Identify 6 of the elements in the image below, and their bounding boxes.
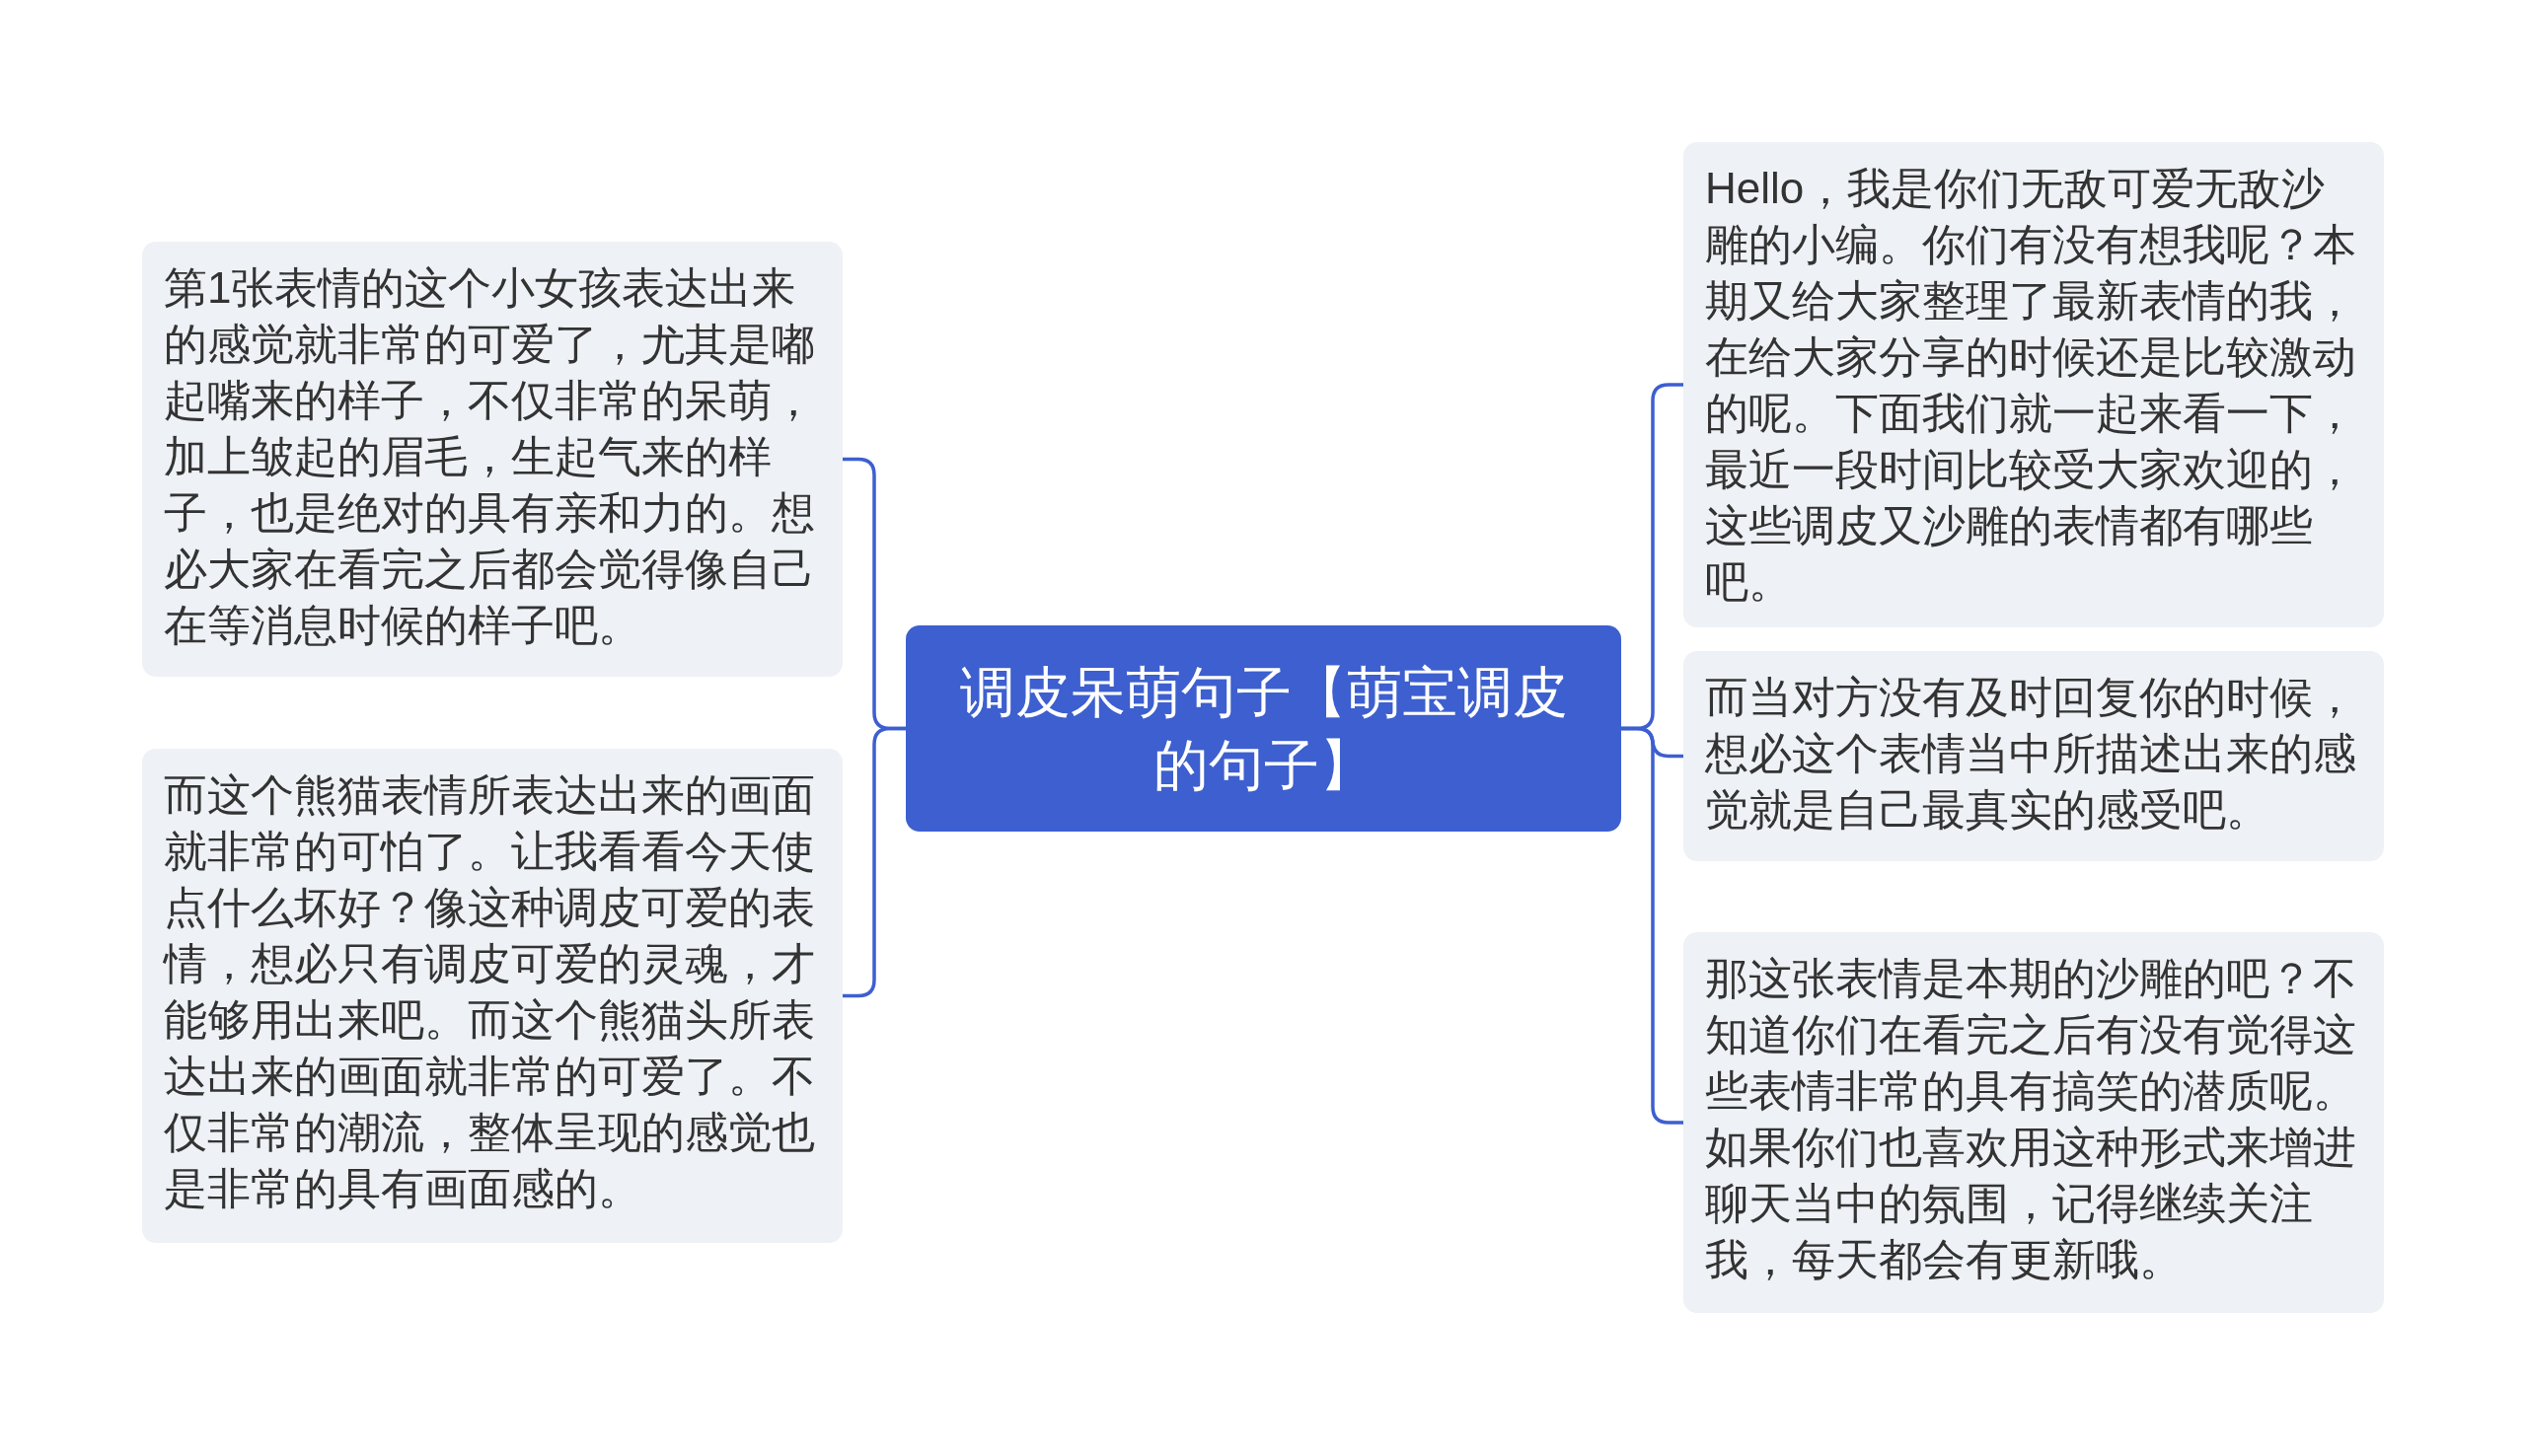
central-topic-box: 调皮呆萌句子【萌宝调皮的句子】 xyxy=(906,625,1621,832)
topic-box: 而当对方没有及时回复你的时候，想必这个表情当中所描述出来的感觉就是自己最真实的感受吧。 xyxy=(1683,651,2384,861)
topic-box: Hello，我是你们无敌可爱无敌沙雕的小编。你们有没有想我呢？本期又给大家整理了最新表情的我，在给大家分享的时候还是比较激动的呢。下面我们就一起来看一下，最近一段时间比较受大家欢迎的，这些调皮又沙雕的表情都有哪些吧。 xyxy=(1683,142,2384,627)
topic-box: 那这张表情是本期的沙雕的吧？不知道你们在看完之后有没有觉得这些表情非常的具有搞笑的潜质呢。如果你们也喜欢用这种形式来增进聊天当中的氛围，记得继续关注我，每天都会有更新哦。 xyxy=(1683,932,2384,1313)
topic-box: 第1张表情的这个小女孩表达出来的感觉就非常的可爱了，尤其是嘟起嘴来的样子，不仅非常的呆萌，加上皱起的眉毛，生起气来的样子，也是绝对的具有亲和力的。想必大家在看完之后都会觉得像自己在等消息时候的样子吧。 xyxy=(142,242,843,677)
topic-box: 而这个熊猫表情所表达出来的画面就非常的可怕了。让我看看今天使点什么坏好？像这种调皮可爱的表情，想必只有调皮可爱的灵魂，才能够用出来吧。而这个熊猫头所表达出来的画面就非常的可爱了。不仅非常的潮流，整体呈现的感觉也是非常的具有画面感的。 xyxy=(142,749,843,1243)
